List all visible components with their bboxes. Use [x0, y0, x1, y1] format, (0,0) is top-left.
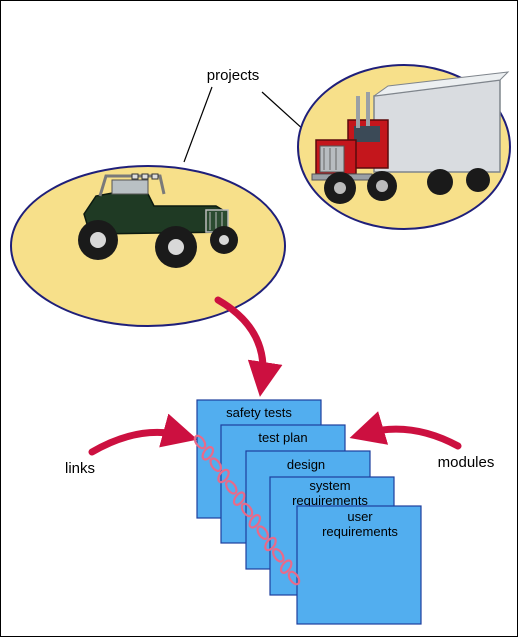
arrow-links	[88, 413, 198, 456]
module-card-4-label-line1: system	[309, 478, 350, 493]
chain-link	[232, 491, 246, 506]
module-card-5-label-line1: user	[347, 509, 373, 524]
chain-link	[272, 548, 285, 563]
projects-leader-line-jeep	[183, 86, 213, 163]
modules-label: modules	[438, 454, 495, 471]
module-card-3-label: design	[287, 457, 325, 472]
chain-link	[287, 570, 301, 586]
chain-icon	[193, 434, 301, 586]
chain-link	[240, 502, 254, 518]
chain-link	[256, 525, 269, 540]
module-card-5: user requirements	[296, 505, 422, 625]
arrow-projects-to-modules	[214, 296, 283, 397]
chain-link	[209, 457, 222, 472]
projects-leader-line-truck	[261, 91, 306, 132]
arrow-modules	[349, 411, 462, 450]
links-label: links	[65, 460, 95, 477]
module-card-4-label-line2: requirements	[292, 493, 368, 508]
chain-link	[217, 468, 230, 484]
chain-link	[201, 446, 215, 461]
chain-link	[193, 434, 207, 450]
module-card-5-label-line2: requirements	[322, 524, 398, 539]
chain-link	[264, 536, 277, 552]
module-card-2-label: test plan	[258, 430, 307, 445]
chain-link	[225, 480, 238, 495]
projects-label: projects	[207, 67, 260, 84]
truck-image	[311, 71, 510, 204]
chain-link	[279, 559, 293, 574]
module-card-1-label: safety tests	[226, 405, 292, 420]
jeep-image	[78, 173, 238, 268]
chain-link	[248, 514, 262, 529]
